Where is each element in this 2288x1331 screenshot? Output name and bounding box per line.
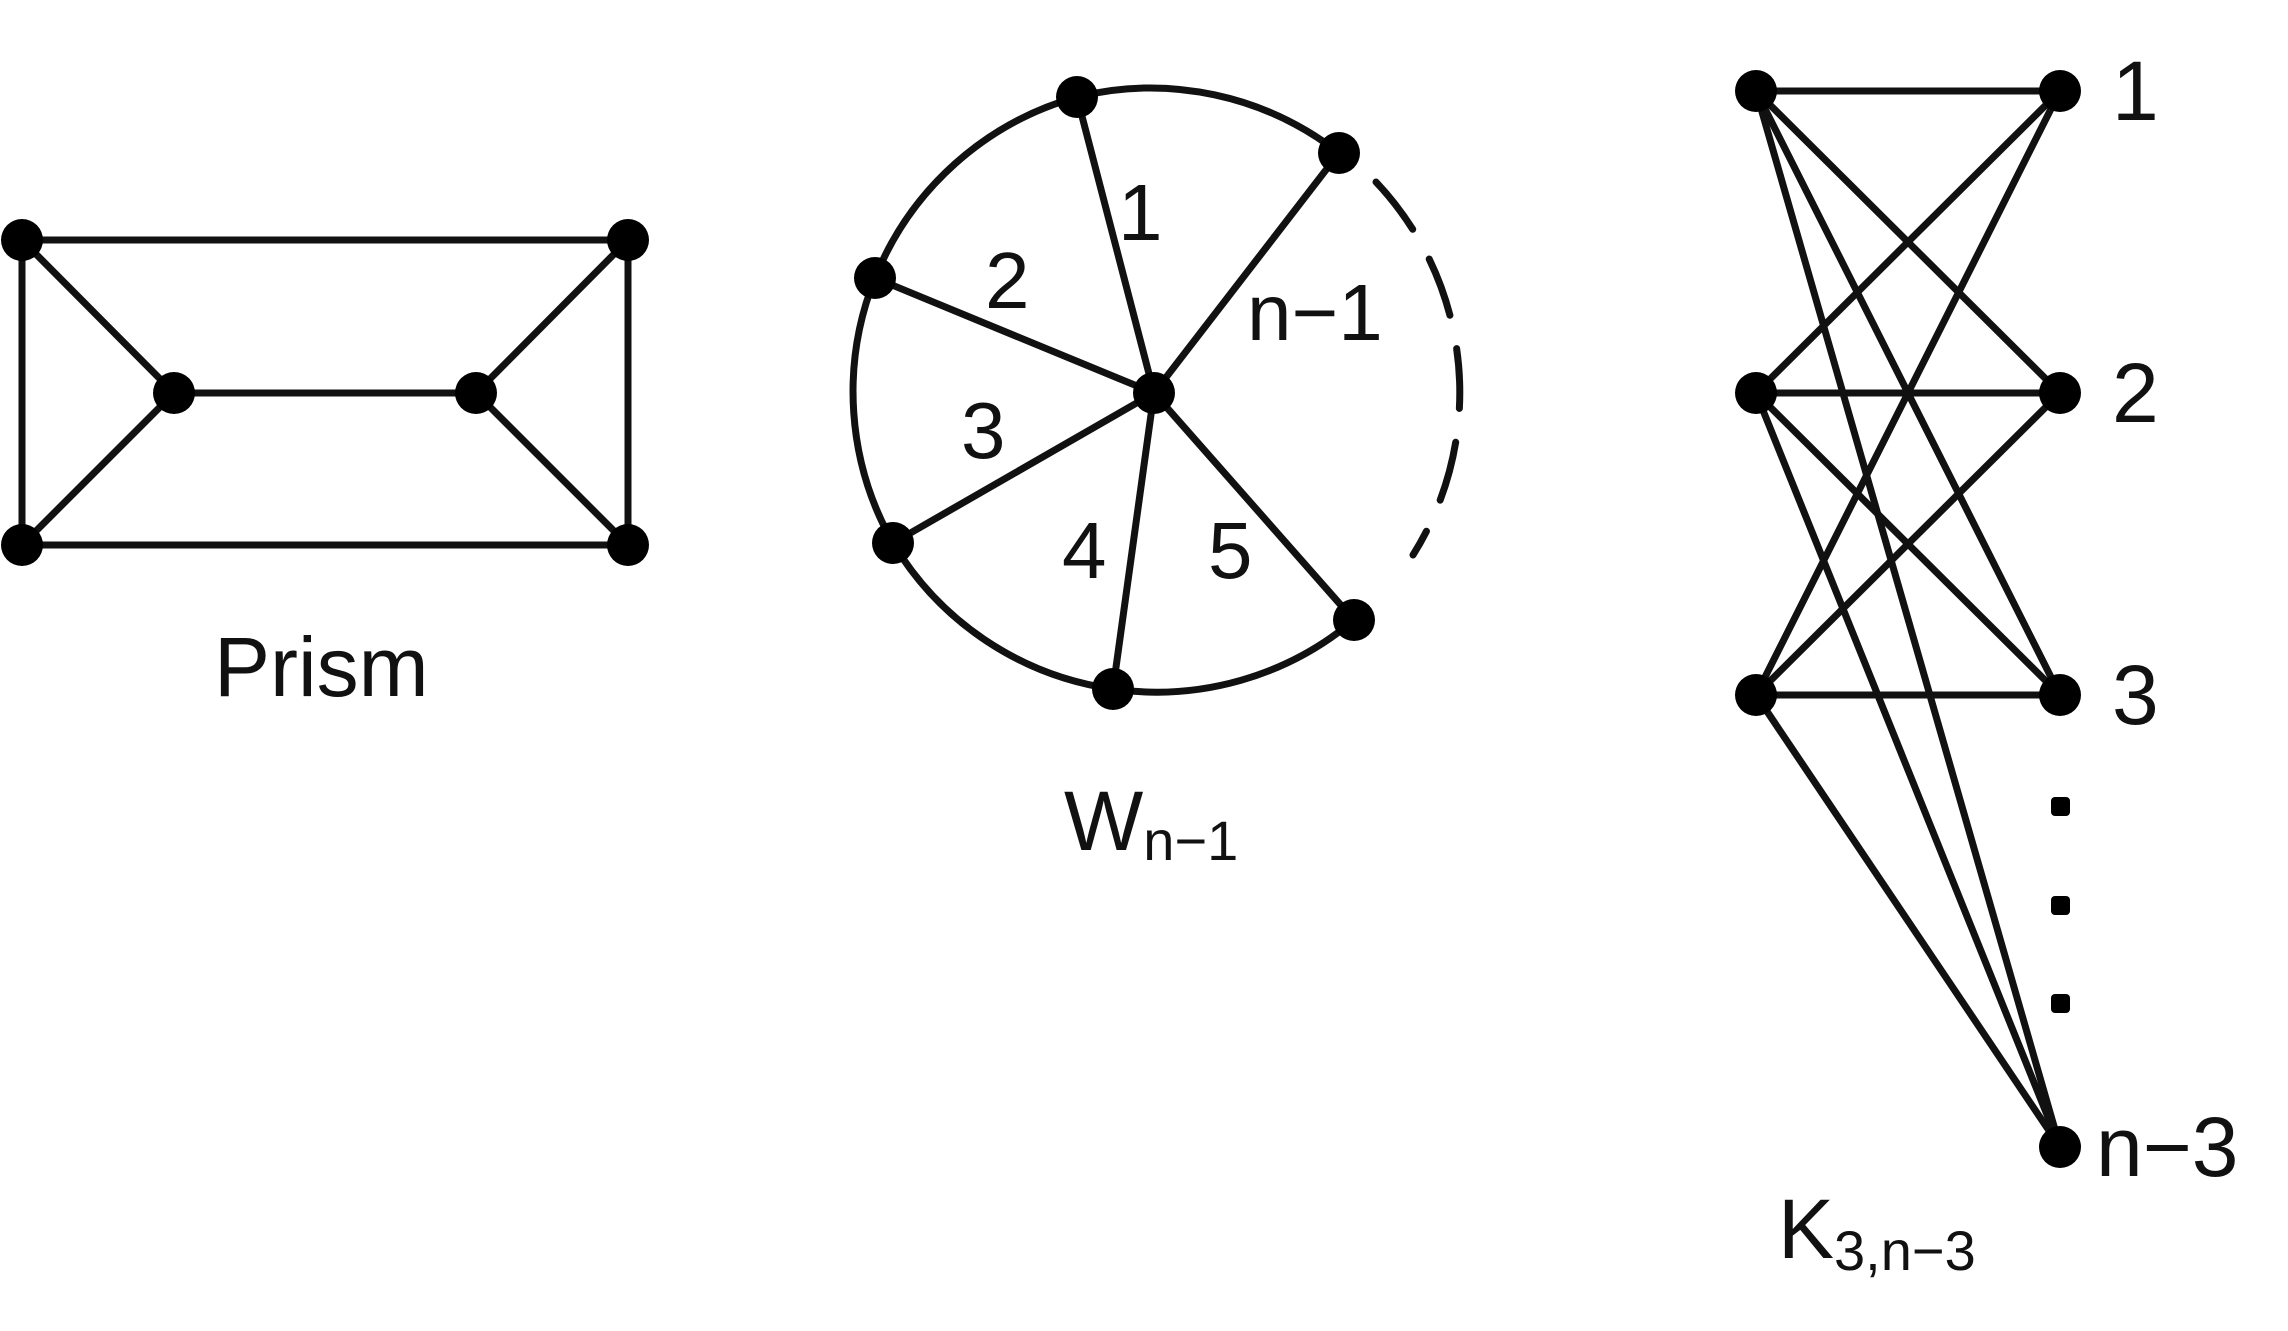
- bipartite-edge: [1752, 87, 2064, 699]
- wheel-spoke: [1150, 389, 1358, 624]
- wheel-vertex: [1056, 76, 1098, 118]
- bipartite-right-vertex: [2039, 1126, 2081, 1168]
- bipartite-caption-main: K: [1778, 1182, 1834, 1276]
- wheel-caption-subscript: n−1: [1143, 809, 1238, 872]
- bipartite-graph: 1 2 3 n−3 K3,n−3: [1735, 44, 2239, 1282]
- prism-edges: [18, 236, 632, 549]
- bipartite-edge: [1752, 389, 2064, 699]
- prism-edge: [18, 236, 178, 397]
- right-vertex-label: 1: [2112, 44, 2159, 138]
- wheel-spoke: [871, 274, 1158, 397]
- wheel-rim-dashed-arc: [1372, 178, 1464, 559]
- bipartite-edge: [1752, 87, 2064, 397]
- wheel-spokes: [871, 93, 1358, 693]
- wheel-spoke: [1109, 389, 1158, 693]
- prism-vertex: [607, 524, 649, 566]
- prism-vertex: [607, 219, 649, 261]
- wheel-sector-label: 4: [1062, 506, 1107, 595]
- wheel-vertex: [872, 522, 914, 564]
- wheel-spoke: [889, 389, 1158, 547]
- prism-edge: [472, 236, 632, 397]
- wheel-vertex: [1318, 132, 1360, 174]
- wheel-rim-arc: [849, 84, 1358, 696]
- wheel-sector-label: n−1: [1247, 268, 1383, 357]
- bipartite-edge: [1752, 87, 2064, 1151]
- wheel-spoke: [1150, 149, 1343, 397]
- wheel-caption: Wn−1: [1064, 774, 1238, 872]
- bipartite-right-vertices: [2039, 70, 2081, 1168]
- wheel-hub-vertex: [1133, 372, 1175, 414]
- ellipsis-dot: [2051, 896, 2070, 915]
- wheel-vertices: [854, 76, 1375, 710]
- bipartite-right-labels: 1 2 3 n−3: [2096, 44, 2239, 1194]
- prism-vertices: [1, 219, 649, 566]
- wheel-spoke: [1073, 93, 1158, 397]
- wheel-sector-label: 3: [961, 386, 1006, 475]
- bipartite-right-vertex: [2039, 70, 2081, 112]
- prism-graph: Prism: [1, 219, 649, 714]
- prism-vertex: [1, 524, 43, 566]
- prism-edge: [472, 389, 632, 549]
- prism-vertex: [455, 372, 497, 414]
- bipartite-left-vertex: [1735, 674, 1777, 716]
- bipartite-left-vertices: [1735, 70, 1777, 716]
- bipartite-right-vertex: [2039, 674, 2081, 716]
- prism-edge: [18, 389, 178, 549]
- right-vertex-label: n−3: [2096, 1100, 2239, 1194]
- bipartite-edge: [1752, 691, 2064, 1151]
- bipartite-edges: [1752, 87, 2064, 1151]
- wheel-sector-label: 2: [985, 236, 1030, 325]
- right-vertex-label: 2: [2112, 346, 2159, 440]
- wheel-sector-label: 5: [1208, 506, 1253, 595]
- wheel-vertex: [1092, 668, 1134, 710]
- prism-caption: Prism: [214, 620, 429, 714]
- ellipsis-dot: [2051, 994, 2070, 1013]
- wheel-vertex: [854, 257, 896, 299]
- right-vertex-label: 3: [2112, 648, 2159, 742]
- wheel-caption-main: W: [1064, 774, 1143, 868]
- ellipsis-dots: [2051, 797, 2070, 1013]
- wheel-sector-labels: 1 2 3 4 5 n−1: [961, 168, 1383, 595]
- prism-vertex: [153, 372, 195, 414]
- wheel-sector-label: 1: [1118, 168, 1163, 257]
- bipartite-caption: K3,n−3: [1778, 1182, 1976, 1282]
- bipartite-left-vertex: [1735, 70, 1777, 112]
- ellipsis-dot: [2051, 797, 2070, 816]
- bipartite-left-vertex: [1735, 372, 1777, 414]
- bipartite-right-vertex: [2039, 372, 2081, 414]
- bipartite-caption-subscript: 3,n−3: [1834, 1219, 1976, 1282]
- wheel-graph: 1 2 3 4 5 n−1 Wn−1: [849, 76, 1464, 872]
- wheel-vertex: [1333, 599, 1375, 641]
- prism-vertex: [1, 219, 43, 261]
- bipartite-edge: [1752, 389, 2064, 1151]
